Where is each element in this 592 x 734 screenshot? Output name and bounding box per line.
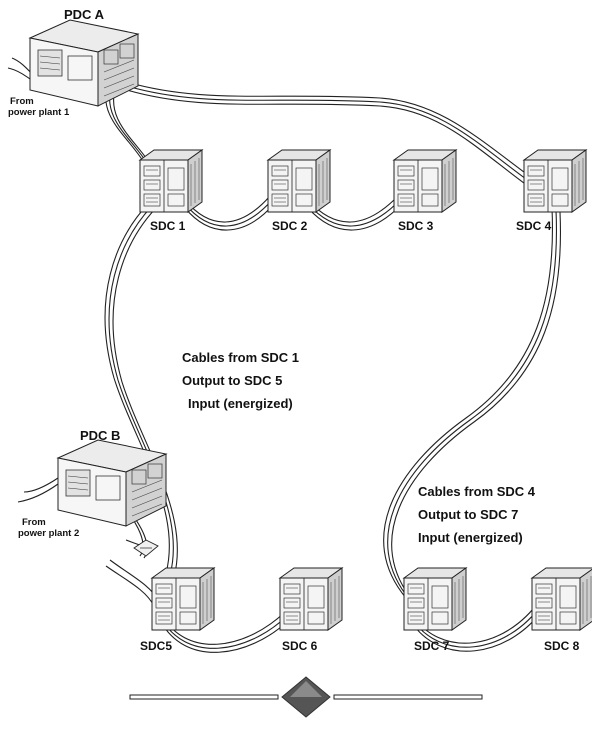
pdc-b-label: PDC B: [80, 428, 120, 443]
plug-connector: [133, 539, 159, 557]
pdc-b-unit: [57, 439, 167, 527]
pdc-a-source-line-2: power plant 1: [8, 107, 70, 118]
sdc2-unit: [267, 149, 331, 213]
note-left-line-2: Output to SDC 5: [182, 373, 282, 388]
sdc1-label: SDC 1: [150, 219, 186, 233]
sdc5-unit: [151, 567, 215, 631]
divider-bar-right: [333, 694, 483, 700]
pdc-a-unit: [29, 19, 139, 107]
pdc-a-label: PDC A: [64, 7, 105, 22]
note-left-line-3: Input (energized): [188, 396, 293, 411]
sdc7-label: SDC 7: [414, 639, 450, 653]
note-sdc1-to-sdc5: Cables from SDC 1 Output to SDC 5 Input …: [182, 350, 299, 411]
note-left-line-1: Cables from SDC 1: [182, 350, 299, 365]
section-divider: [129, 676, 483, 718]
sdc6-unit: [279, 567, 343, 631]
note-sdc4-to-sdc7: Cables from SDC 4 Output to SDC 7 Input …: [418, 484, 536, 545]
power-cord-plant-2: [17, 477, 59, 503]
pdc-b-source-line-2: power plant 2: [18, 528, 79, 539]
sdc8-label: SDC 8: [544, 639, 580, 653]
cable-sdc4-to-sdc7: [383, 207, 562, 603]
sdc3-unit: [393, 149, 457, 213]
divider-bar-left: [129, 694, 279, 700]
cable-pdc-a-to-sdc4: [119, 79, 533, 187]
sdc4-unit: [523, 149, 587, 213]
sdc3-label: SDC 3: [398, 219, 434, 233]
note-right-line-1: Cables from SDC 4: [418, 484, 536, 499]
note-right-line-3: Input (energized): [418, 530, 523, 545]
note-right-line-2: Output to SDC 7: [418, 507, 518, 522]
sdc1-unit: [139, 149, 203, 213]
sdc6-label: SDC 6: [282, 639, 318, 653]
sdc8-unit: [531, 567, 592, 631]
sdc7-unit: [403, 567, 467, 631]
sdc2-label: SDC 2: [272, 219, 308, 233]
sdc4-label: SDC 4: [516, 219, 552, 233]
pdc-a-source-line-1: From: [10, 96, 34, 107]
sdc5-label: SDC5: [140, 639, 172, 653]
pdc-b-source-line-1: From: [22, 517, 46, 528]
diamond-highlight: [290, 681, 322, 697]
cable-sdc1-to-sdc5: [104, 203, 178, 603]
